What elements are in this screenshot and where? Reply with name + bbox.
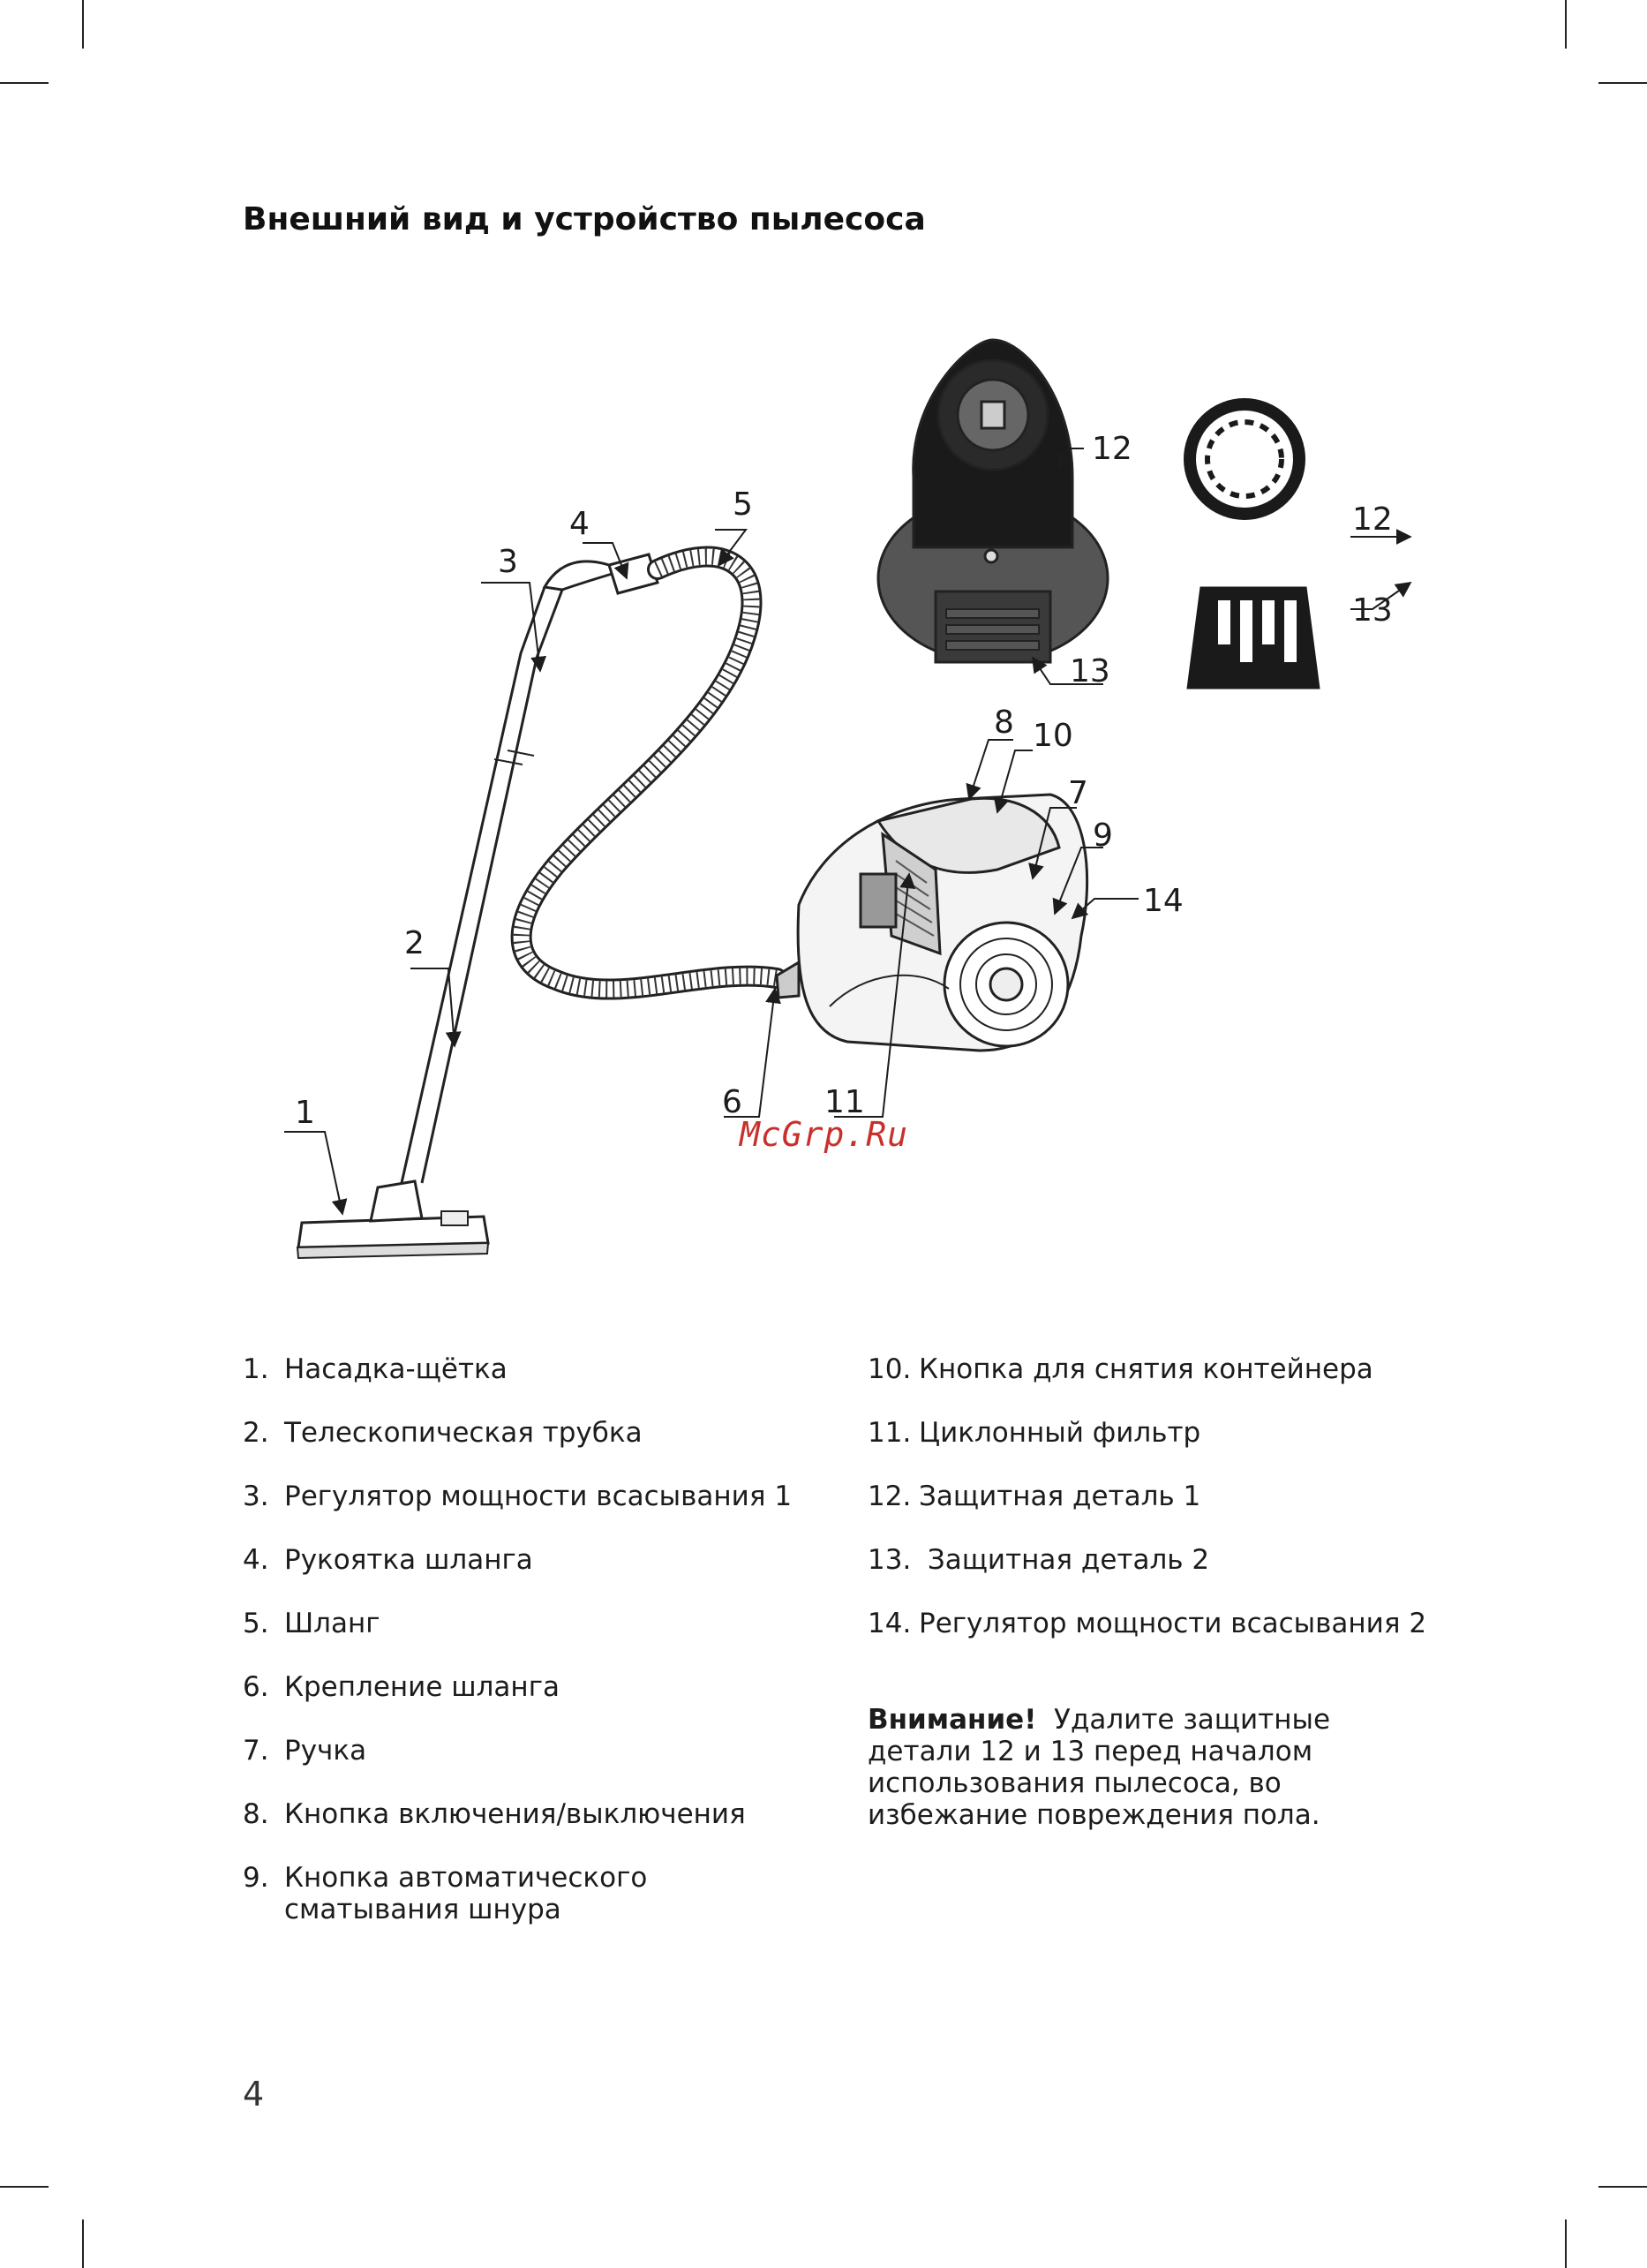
callout-3: 3 bbox=[498, 544, 518, 580]
protective-comb bbox=[1186, 586, 1320, 689]
callout-13b: 13 bbox=[1352, 592, 1393, 629]
vacuum-diagram: 1 2 3 4 5 6 7 8 9 10 11 12 12 13 13 14 M… bbox=[284, 338, 1412, 1260]
callout-11: 11 bbox=[824, 1084, 865, 1120]
legend-item: 6.Крепление шланга bbox=[243, 1671, 560, 1703]
callout-9: 9 bbox=[1093, 818, 1113, 854]
legend-item: 1.Насадка-щётка bbox=[243, 1353, 508, 1385]
legend-item: 2.Телескопическая трубка bbox=[243, 1417, 643, 1449]
legend-item: 10.Кнопка для снятия контейнера bbox=[868, 1353, 1373, 1385]
watermark: McGrp.Ru bbox=[738, 1115, 908, 1154]
callout-12a: 12 bbox=[1092, 431, 1132, 467]
callout-10: 10 bbox=[1033, 718, 1073, 754]
callout-1: 1 bbox=[295, 1095, 315, 1131]
callout-12b: 12 bbox=[1352, 501, 1393, 538]
leader-lines bbox=[284, 448, 1412, 1216]
callout-4: 4 bbox=[569, 506, 590, 542]
legend-right: 10.Кнопка для снятия контейнера 11.Цикло… bbox=[868, 1353, 1433, 1671]
legend-item: 5.Шланг bbox=[243, 1608, 380, 1639]
crop-mark bbox=[1598, 2186, 1647, 2188]
callout-5: 5 bbox=[733, 486, 753, 523]
legend-item: 13. Защитная деталь 2 bbox=[868, 1544, 1210, 1576]
crop-mark bbox=[1598, 82, 1647, 84]
crop-mark bbox=[0, 2186, 49, 2188]
crop-mark bbox=[82, 2219, 84, 2268]
legend-left: 1.Насадка-щётка 2.Телескопическая трубка… bbox=[243, 1353, 825, 1957]
callout-14: 14 bbox=[1143, 883, 1184, 919]
warning-text: Удалите защитные детали 12 и 13 перед на… bbox=[868, 1704, 1331, 1831]
page-title: Внешний вид и устройство пылесоса bbox=[243, 201, 926, 237]
legend-item: 11.Циклонный фильтр bbox=[868, 1417, 1201, 1449]
crop-mark bbox=[1565, 2219, 1567, 2268]
legend-item: 7.Ручка bbox=[243, 1735, 367, 1767]
hose-handle bbox=[542, 553, 659, 595]
callout-6: 6 bbox=[722, 1084, 742, 1120]
callout-13a: 13 bbox=[1070, 653, 1110, 689]
protective-ring bbox=[1184, 398, 1305, 520]
floor-brush bbox=[296, 1179, 490, 1260]
crop-mark bbox=[82, 0, 84, 49]
vacuum-front-view bbox=[876, 338, 1109, 664]
callout-8: 8 bbox=[994, 705, 1014, 741]
warning-label: Внимание! bbox=[868, 1704, 1037, 1736]
warning-note: Внимание! Удалите защитные детали 12 и 1… bbox=[868, 1704, 1433, 1831]
callouts: 1 2 3 4 5 6 7 8 9 10 11 12 12 13 13 14 bbox=[295, 431, 1393, 1131]
legend-item: 14.Регулятор мощности всасывания 2 bbox=[868, 1608, 1427, 1639]
vacuum-body bbox=[775, 793, 1089, 1052]
legend-item: 4.Рукоятка шланга bbox=[243, 1544, 533, 1576]
legend-item: 8.Кнопка включения/выключения bbox=[243, 1798, 746, 1830]
page-number: 4 bbox=[243, 2075, 265, 2114]
legend-item: 9.Кнопка автоматического сматывания шнур… bbox=[243, 1862, 648, 1925]
callout-2: 2 bbox=[404, 925, 425, 961]
crop-mark bbox=[0, 82, 49, 84]
legend-item: 12.Защитная деталь 1 bbox=[868, 1481, 1201, 1512]
legend-item: 3.Регулятор мощности всасывания 1 bbox=[243, 1481, 793, 1512]
callout-7: 7 bbox=[1068, 775, 1088, 811]
hose bbox=[510, 546, 787, 1000]
crop-mark bbox=[1565, 0, 1567, 49]
